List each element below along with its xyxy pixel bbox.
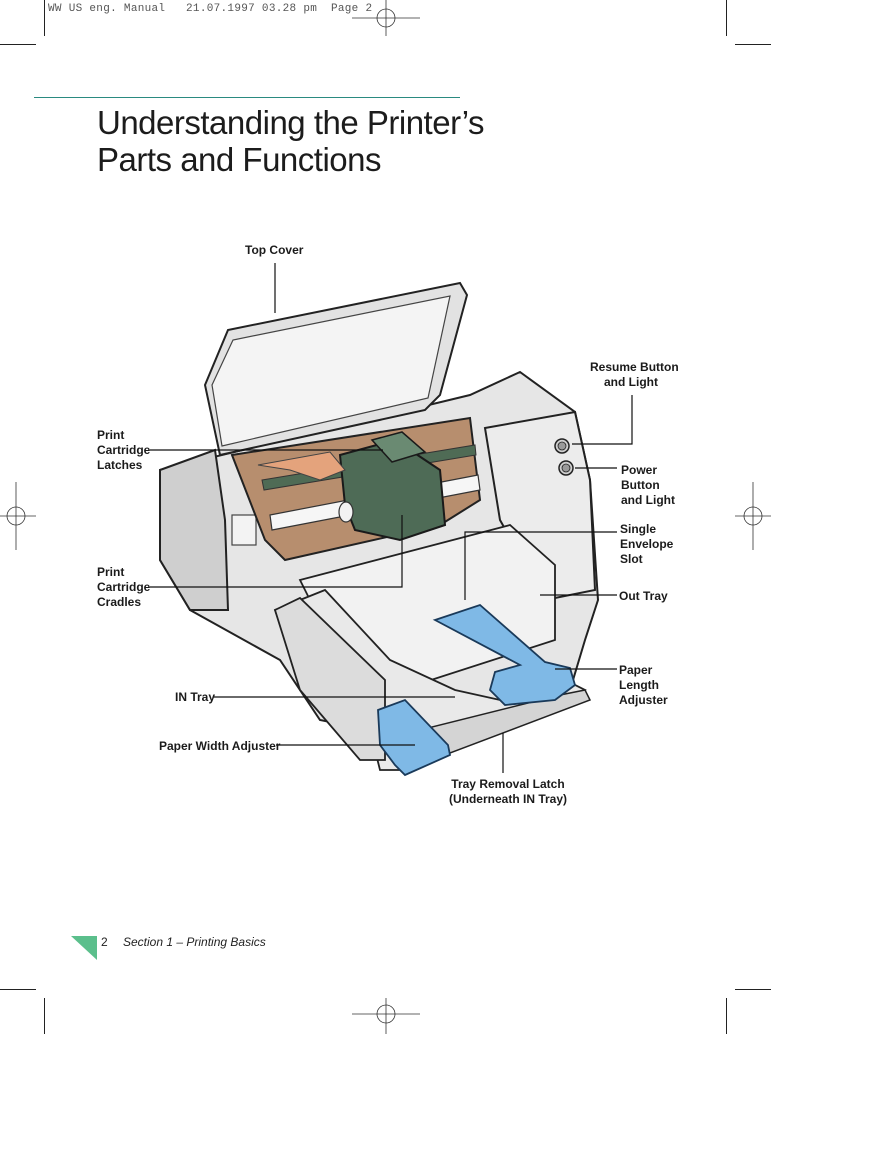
- crop-mark: [735, 989, 771, 990]
- crop-mark: [44, 998, 45, 1034]
- resume-button-inner: [557, 441, 567, 451]
- label-out-tray: Out Tray: [619, 589, 668, 603]
- label-envelope-line-2: Envelope: [620, 537, 674, 551]
- label-power-line-1: Power: [621, 463, 658, 477]
- top-cover-inner: [211, 295, 451, 447]
- tray-left-guide: [273, 596, 386, 761]
- leader-resume: [572, 395, 633, 445]
- label-cartridge-cradles: Print Cartridge Cradles: [97, 565, 150, 610]
- label-resume-line-2: and Light: [604, 375, 658, 389]
- page-number: 2: [101, 935, 108, 949]
- registration-mark-right: [735, 482, 771, 550]
- label-envelope-slot: Single Envelope Slot: [620, 522, 673, 567]
- label-resume-line-1: Resume Button: [590, 360, 679, 374]
- section-title: Section 1 – Printing Basics: [123, 935, 266, 949]
- crop-mark: [735, 44, 771, 45]
- footer-triangle: [71, 936, 97, 960]
- leader-envelope: [464, 531, 617, 600]
- carriage-roller: [338, 501, 354, 523]
- paper-width-adjuster: [377, 698, 452, 777]
- registration-mark-top: [352, 0, 420, 36]
- label-length-line-1: Paper: [619, 663, 653, 677]
- paper-length-adjuster: [432, 603, 577, 706]
- label-paper-length-adjuster: Paper Length Adjuster: [619, 663, 668, 708]
- label-tray-removal-latch: Tray Removal Latch (Underneath IN Tray): [443, 777, 573, 807]
- label-latches-line-1: Print: [97, 428, 125, 442]
- page-title-line-1: Understanding the Printer’s: [97, 104, 485, 141]
- label-length-line-2: Length: [619, 678, 659, 692]
- label-envelope-line-3: Slot: [620, 552, 643, 566]
- paper-inside: [257, 451, 346, 481]
- label-cradles-line-2: Cartridge: [97, 580, 151, 594]
- label-power-button: Power Button and Light: [621, 463, 675, 508]
- power-button-inner: [561, 463, 571, 473]
- page-title-line-2: Parts and Functions: [97, 141, 382, 178]
- label-envelope-line-1: Single: [620, 522, 657, 536]
- printer-right-panel: [483, 410, 597, 602]
- label-cradles-line-3: Cradles: [97, 595, 142, 609]
- leader-cradles: [150, 515, 403, 588]
- crop-mark: [0, 44, 36, 45]
- label-paper-width-adjuster: Paper Width Adjuster: [159, 739, 281, 753]
- cartridge-latch: [370, 431, 427, 463]
- registration-mark-left: [0, 482, 36, 550]
- label-in-tray: IN Tray: [175, 690, 216, 704]
- label-removal-line-2: (Underneath IN Tray): [448, 792, 568, 806]
- crop-mark: [726, 998, 727, 1034]
- crop-mark: [0, 989, 36, 990]
- label-cradles-line-1: Print: [97, 565, 125, 579]
- label-cartridge-latches: Print Cartridge Latches: [97, 428, 150, 473]
- print-slug: WW US eng. Manual 21.07.1997 03.28 pm Pa…: [48, 3, 373, 15]
- printer-left-side: [159, 448, 230, 611]
- label-length-line-3: Adjuster: [619, 693, 668, 707]
- page-title: Understanding the Printer’s Parts and Fu…: [97, 104, 517, 178]
- printer-badge: [231, 514, 257, 546]
- label-latches-line-2: Cartridge: [97, 443, 151, 457]
- label-removal-line-1: Tray Removal Latch: [451, 777, 565, 791]
- crop-mark: [726, 0, 727, 36]
- label-power-line-3: and Light: [621, 493, 675, 507]
- label-resume-button: Resume Button and Light: [590, 360, 679, 390]
- registration-mark-bottom: [352, 998, 420, 1034]
- label-top-cover: Top Cover: [245, 243, 304, 257]
- label-latches-line-3: Latches: [97, 458, 143, 472]
- label-power-line-2: Button: [621, 478, 660, 492]
- crop-mark: [44, 0, 45, 36]
- heading-rule: [34, 97, 460, 98]
